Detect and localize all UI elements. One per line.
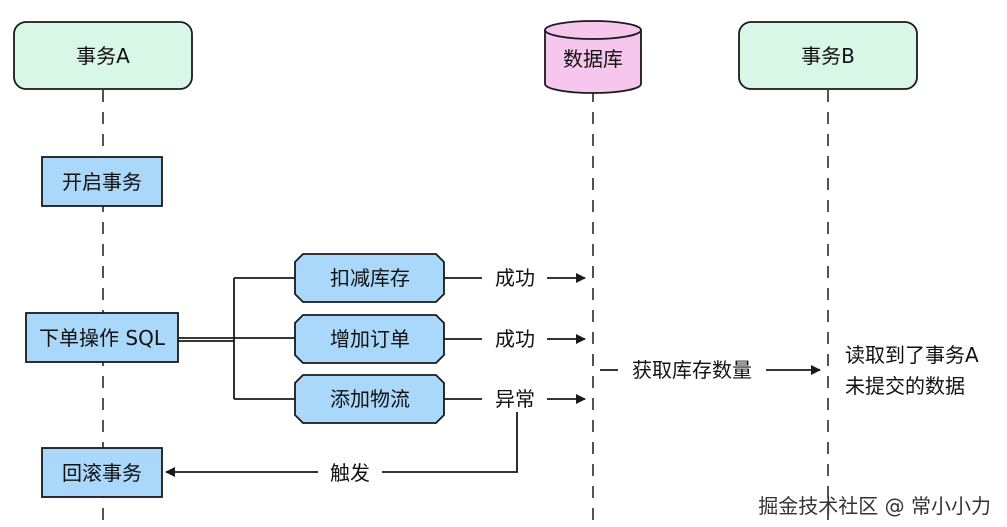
watermark: 掘金技术社区 @ 常小小力 bbox=[758, 494, 991, 518]
operation-result: 异常 bbox=[495, 387, 535, 411]
operation-add-order: 增加订单 成功 bbox=[294, 314, 586, 364]
operation-label: 添加物流 bbox=[330, 387, 410, 411]
database-label: 数据库 bbox=[563, 47, 623, 71]
begin-transaction-label: 开启事务 bbox=[62, 170, 142, 194]
read-stock-label: 获取库存数量 bbox=[632, 358, 752, 382]
operation-label: 扣减库存 bbox=[330, 266, 410, 290]
dirty-read-note-line-2: 未提交的数据 bbox=[845, 374, 965, 398]
dirty-read-note-line-1: 读取到了事务A bbox=[845, 343, 979, 367]
participant-a: 事务A bbox=[13, 21, 193, 90]
operation-deduct-stock: 扣减库存 成功 bbox=[294, 253, 586, 303]
branch-connector bbox=[178, 277, 295, 400]
read-stock-arrow: 获取库存数量 bbox=[600, 358, 821, 382]
participant-a-label: 事务A bbox=[76, 44, 130, 68]
participant-b-label: 事务B bbox=[801, 44, 855, 68]
database: 数据库 bbox=[544, 20, 642, 94]
begin-transaction-box: 开启事务 bbox=[41, 156, 163, 207]
trigger-label: 触发 bbox=[330, 461, 370, 485]
operation-result: 成功 bbox=[495, 327, 535, 351]
operation-label: 增加订单 bbox=[330, 327, 410, 351]
order-sql-label: 下单操作 SQL bbox=[39, 326, 166, 350]
rollback-box: 回滚事务 bbox=[41, 447, 163, 498]
trigger-rollback-arrow bbox=[165, 412, 518, 477]
operation-add-logistics: 添加物流 异常 bbox=[294, 374, 586, 424]
participant-b: 事务B bbox=[738, 21, 918, 90]
operation-result: 成功 bbox=[495, 266, 535, 290]
order-sql-box: 下单操作 SQL bbox=[25, 312, 179, 363]
rollback-label: 回滚事务 bbox=[62, 461, 142, 485]
